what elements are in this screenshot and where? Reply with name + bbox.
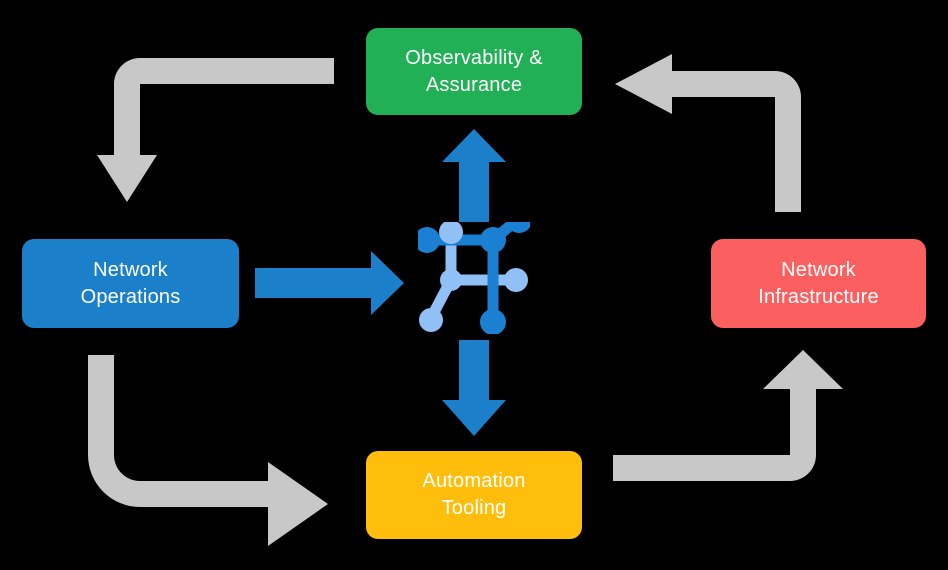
node-label-observability: Observability & Assurance — [405, 46, 543, 96]
connector-center-to-observability — [442, 129, 506, 222]
network-topology-icon — [418, 222, 530, 334]
node-label-automation-tooling: Automation Tooling — [422, 470, 526, 519]
node-box-automation-tooling[interactable]: Automation Tooling — [366, 451, 582, 539]
topology-nodes-dark — [418, 222, 530, 334]
connector-center-to-automation — [442, 340, 506, 436]
node-box-network-operations[interactable]: Network Operations — [22, 239, 239, 328]
connector-automation-to-infrastructure — [613, 350, 843, 481]
connector-infrastructure-to-observability — [615, 54, 801, 212]
topology-nodes-light — [419, 222, 528, 332]
node-box-observability[interactable]: Observability & Assurance — [366, 28, 582, 115]
node-label-network-infrastructure: Network Infrastructure — [758, 258, 879, 308]
connector-observability-to-operations — [97, 58, 334, 202]
connector-operations-to-automation — [88, 355, 328, 546]
node-box-network-infrastructure[interactable]: Network Infrastructure — [711, 239, 926, 328]
node-label-network-operations: Network Operations — [80, 258, 181, 308]
connector-operations-to-center — [255, 251, 404, 315]
